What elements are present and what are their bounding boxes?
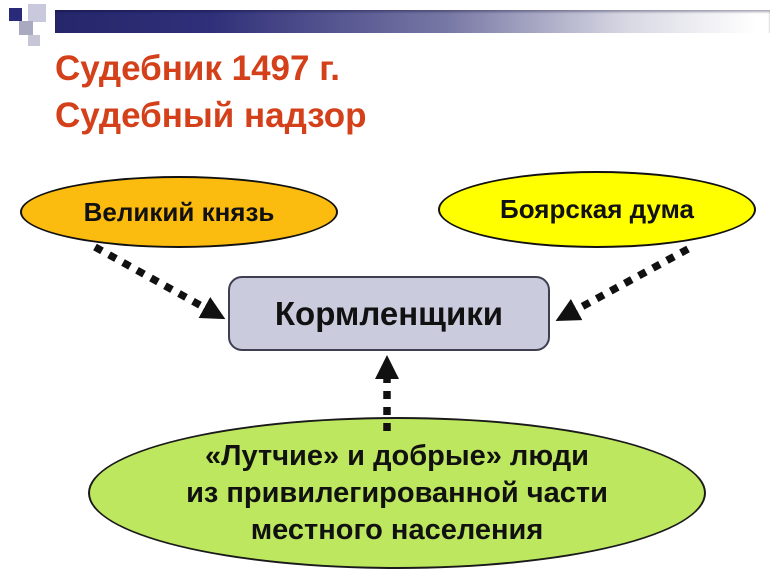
arrow-grand-prince-to-kormlenshchiki <box>93 243 226 320</box>
decor-square-light-small <box>28 35 40 46</box>
node-privileged-locals: «Лутчие» и добрые» люди из привилегирова… <box>88 417 706 569</box>
node-boyar-duma-label: Боярская дума <box>500 194 694 224</box>
slide-title: Судебник 1497 г. Судебный надзор <box>55 45 367 139</box>
decor-square-navy <box>9 8 22 21</box>
arrow-boyar-duma-to-kormlenshchiki <box>555 245 690 322</box>
node-privileged-locals-line-2: из привилегированной части <box>186 476 608 509</box>
node-grand-prince-label: Великий князь <box>83 196 275 227</box>
slide-title-line-2: Судебный надзор <box>55 96 367 135</box>
slide-title-line-1: Судебник 1497 г. <box>55 49 340 88</box>
node-boyar-duma: Боярская дума <box>438 171 756 248</box>
decor-square-medium <box>19 21 33 35</box>
node-privileged-locals-line-3: местного населения <box>250 513 544 546</box>
decor-square-light-large <box>28 4 46 22</box>
node-grand-prince: Великий князь <box>20 176 338 248</box>
node-kormlenshchiki: Кормленщики <box>228 276 550 351</box>
node-kormlenshchiki-label: Кормленщики <box>274 294 504 332</box>
header-gradient-bar <box>55 10 770 33</box>
node-privileged-locals-line-1: «Лутчие» и добрые» люди <box>205 439 589 472</box>
